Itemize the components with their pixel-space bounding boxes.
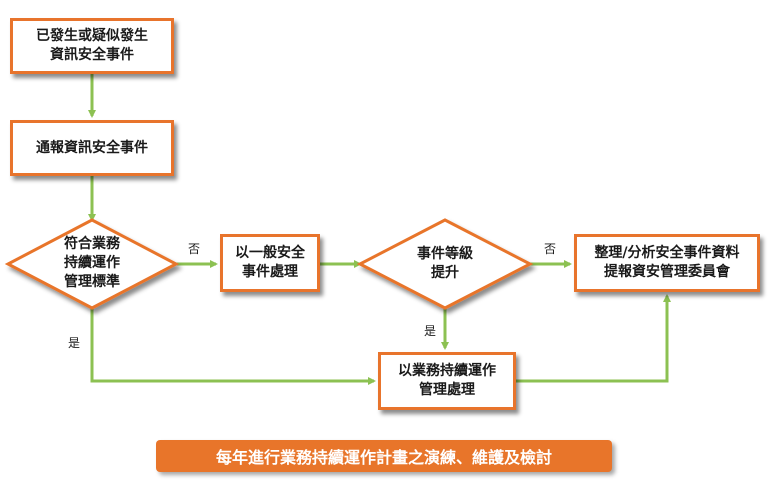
label-no-decision-1: 否 — [188, 242, 201, 256]
node-bcm-handling-text: 以業務持續運作 管理處理 — [398, 363, 496, 398]
node-analyze-report: 整理/分析安全事件資料 提報資安管理委員會 — [574, 234, 760, 292]
node-escalate-level: 事件等級 提升 — [417, 246, 473, 281]
arrow-bcm-to-analyze — [516, 294, 671, 383]
decision-diamond-bcm-criteria — [4, 218, 180, 310]
node-report-incident-text: 通報資訊安全事件 — [36, 139, 148, 156]
label-yes-decision-1: 是 — [68, 336, 81, 350]
node-meets-bcm-criteria: 符合業務 持續運作 管理標準 — [64, 236, 120, 290]
node-general-handling: 以一般安全 事件處理 — [220, 234, 320, 292]
arrow-decision-to-bcm — [90, 308, 376, 385]
node-bcm-handling: 以業務持續運作 管理處理 — [378, 352, 516, 410]
node-incident-occurred-text: 已發生或疑似發生 資訊安全事件 — [36, 28, 148, 63]
label-yes-decision-2: 是 — [424, 324, 437, 338]
node-incident-occurred: 已發生或疑似發生 資訊安全事件 — [10, 18, 174, 74]
annual-review-banner-text: 每年進行業務持續運作計畫之演練、維護及檢討 — [215, 448, 552, 467]
decision-diamond-escalate — [356, 218, 534, 310]
node-general-handling-text: 以一般安全 事件處理 — [235, 245, 305, 280]
node-report-incident: 通報資訊安全事件 — [10, 120, 174, 176]
connectors — [88, 74, 671, 385]
label-no-decision-2: 否 — [544, 242, 557, 256]
node-analyze-report-text: 整理/分析安全事件資料 提報資安管理委員會 — [594, 245, 740, 280]
annual-review-banner: 每年進行業務持續運作計畫之演練、維護及檢討 — [156, 440, 612, 472]
